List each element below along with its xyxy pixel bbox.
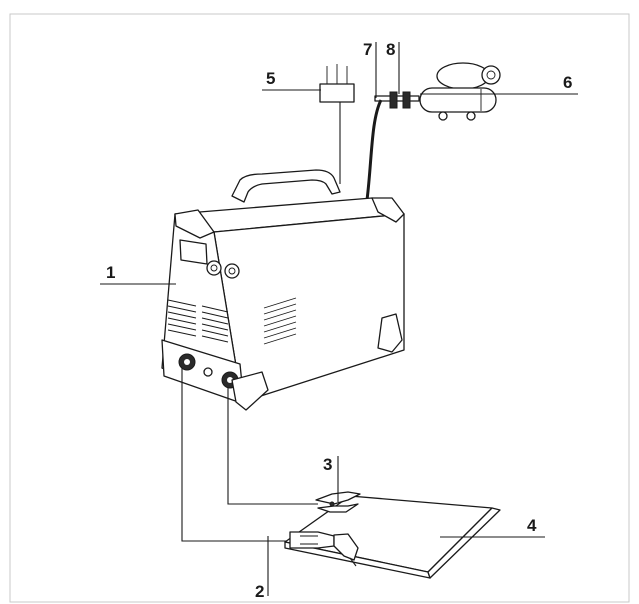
callout-4: 4: [527, 516, 537, 535]
callout-5: 5: [266, 69, 275, 88]
frame: [9, 13, 630, 603]
callout-8: 8: [386, 40, 395, 59]
callout-1: 1: [106, 263, 115, 282]
plasma-torch: [289, 531, 359, 567]
welding-machine: [161, 169, 405, 411]
air-regulator: [365, 91, 420, 201]
callout-6: 6: [563, 73, 572, 92]
ground-cable: [227, 388, 318, 505]
air-compressor: [419, 62, 501, 121]
leader-lines: [100, 42, 578, 596]
torch-cable: [181, 368, 290, 542]
callout-7: 7: [363, 40, 372, 59]
workpiece: [284, 495, 501, 579]
callout-3: 3: [323, 455, 332, 474]
callout-2: 2: [255, 582, 264, 601]
power-plug: [319, 64, 355, 184]
